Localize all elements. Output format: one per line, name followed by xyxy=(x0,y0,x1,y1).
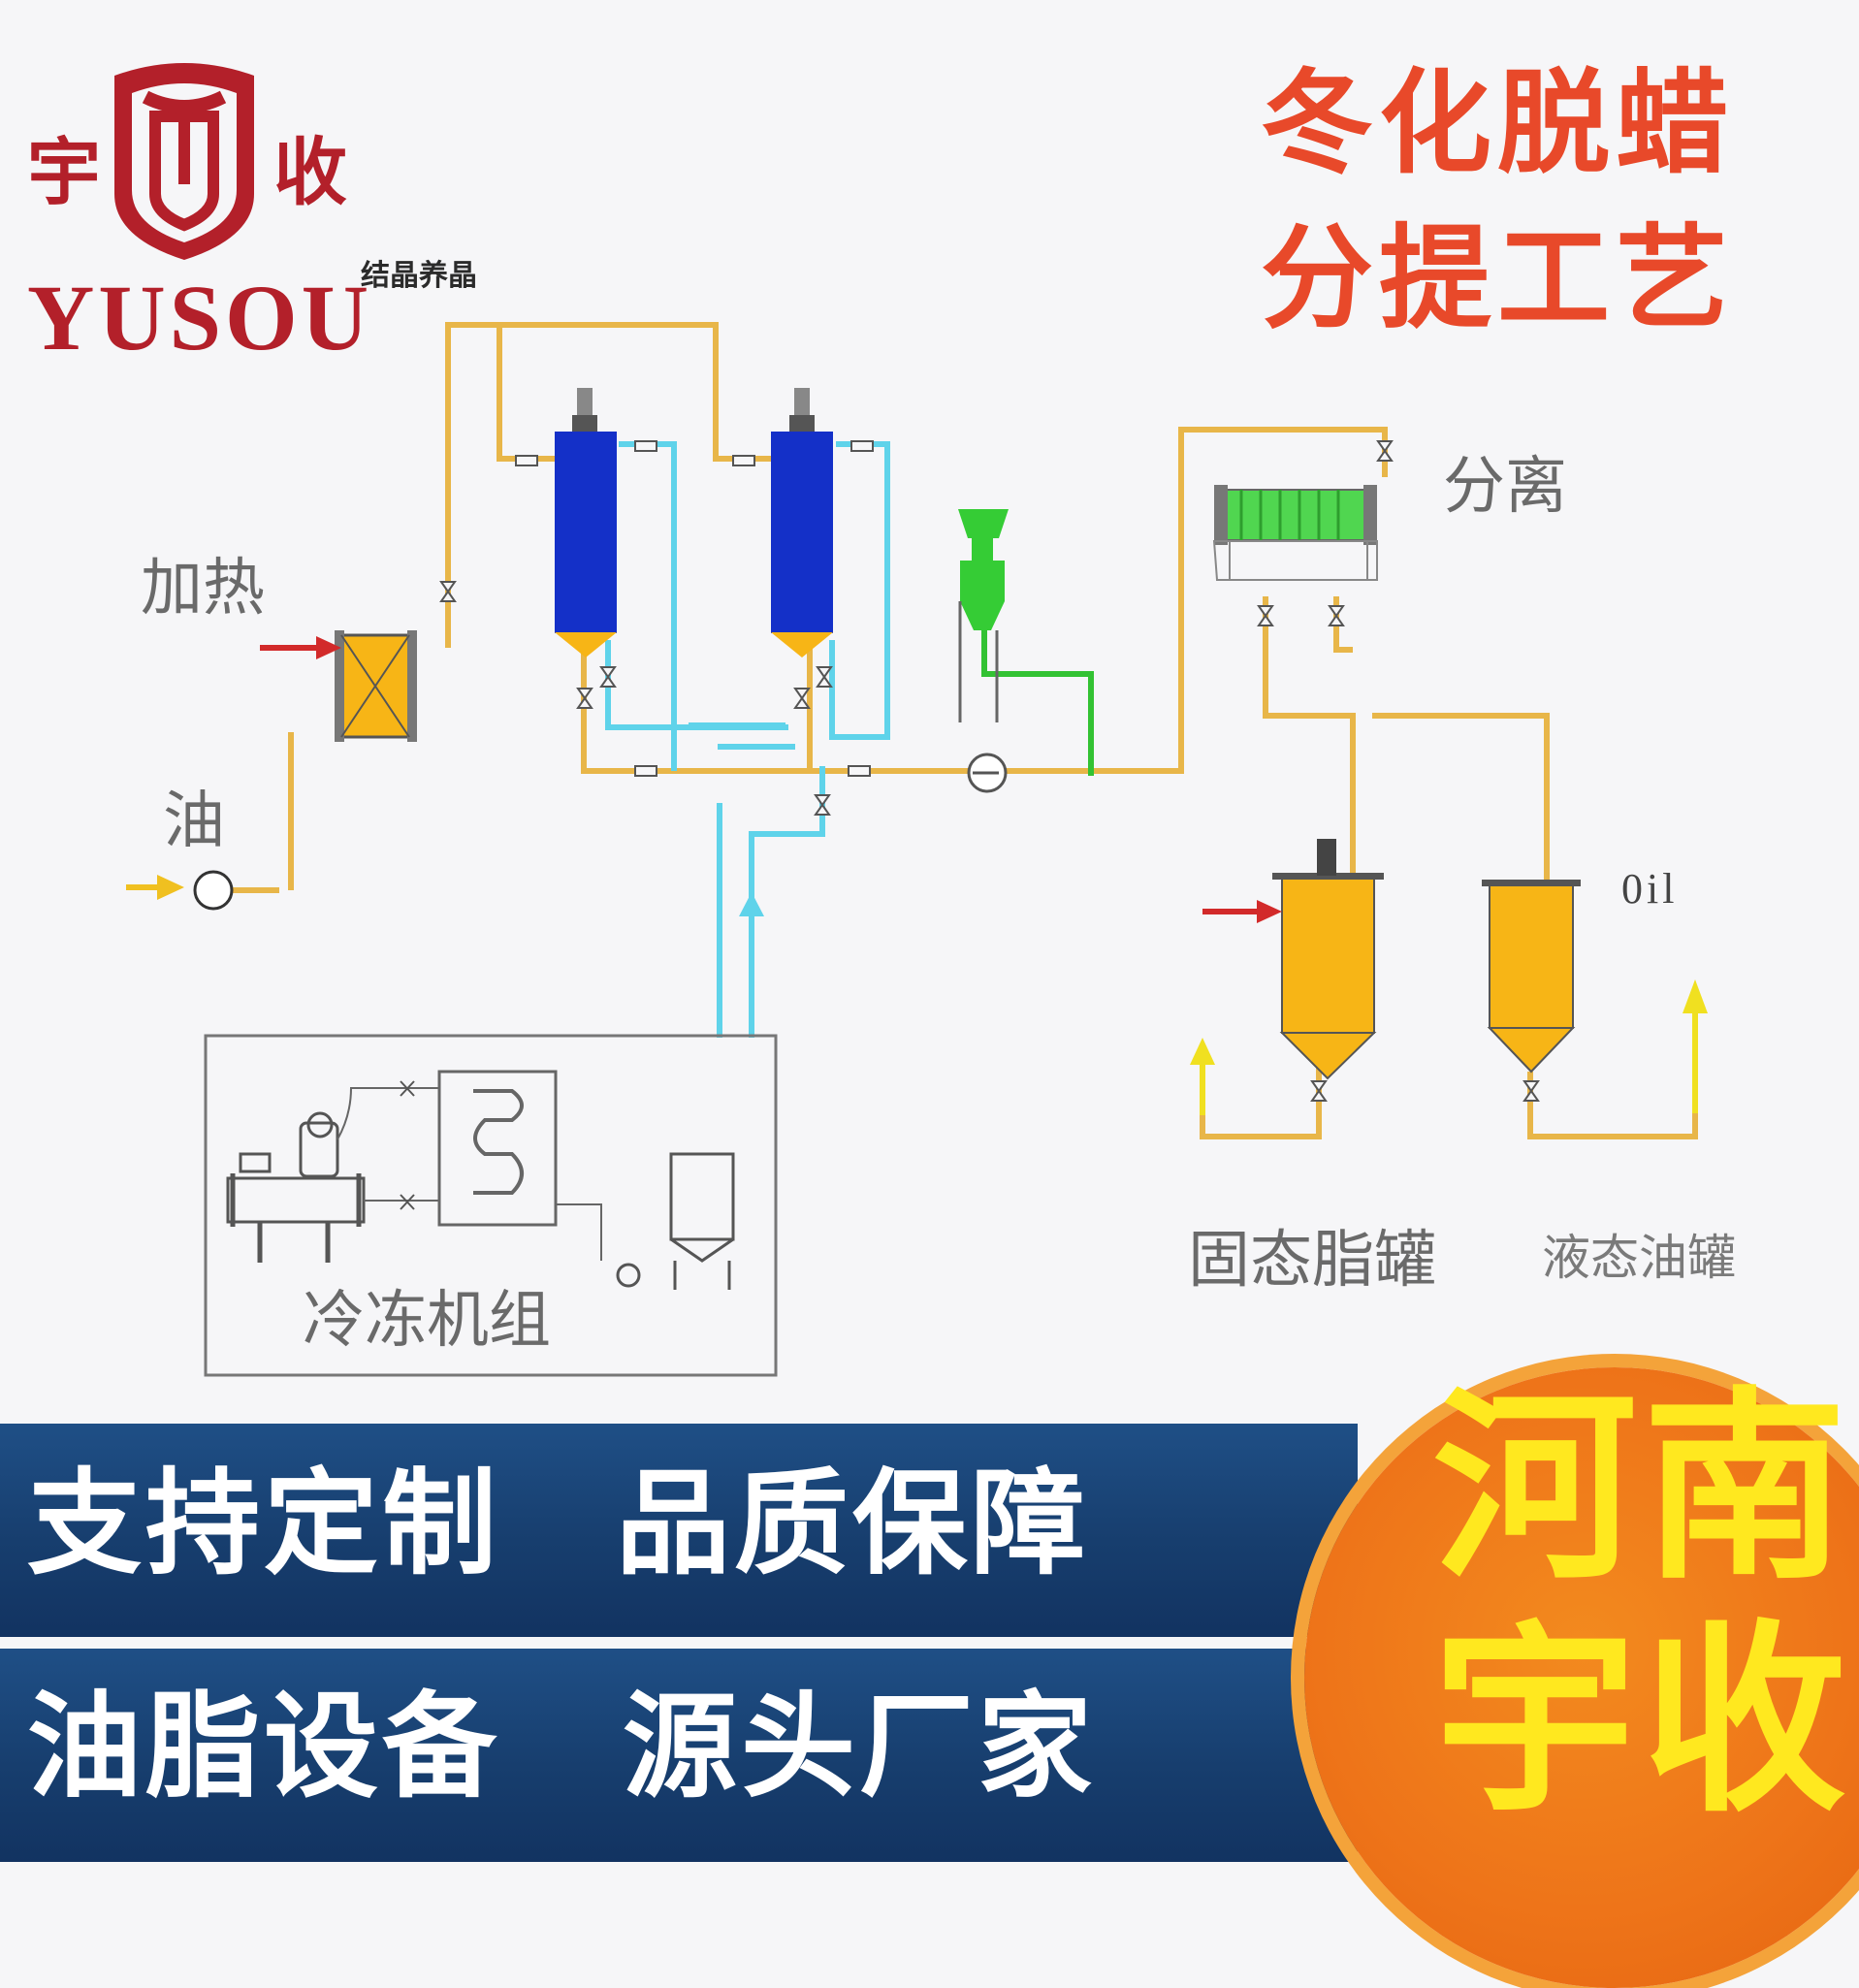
green-vessel-icon xyxy=(958,509,1009,722)
logo-wordmark: YUSOU xyxy=(27,266,373,369)
oil-output-arrow-head-icon xyxy=(1683,979,1708,1013)
refrigeration-unit-box xyxy=(204,1034,778,1377)
solid-fat-tank-icon xyxy=(1272,839,1384,1080)
oil-pipelines xyxy=(208,322,1698,1139)
logo-right-char: 收 xyxy=(273,129,347,215)
filter-press-icon xyxy=(1212,485,1378,581)
headline-line-1: 冬化脱蜡 xyxy=(1261,58,1734,189)
valve-icons xyxy=(439,440,1540,1102)
badge-line-2: 宇收 xyxy=(1433,1602,1853,1840)
label-heating: 加热 xyxy=(141,553,265,625)
solid-tank-heat-arrow-head-icon xyxy=(1257,900,1282,923)
solid-output-arrow-head-icon xyxy=(1190,1038,1215,1065)
brand-slogan: 结晶养晶 xyxy=(361,259,477,293)
liquid-oil-tank-icon xyxy=(1482,880,1581,1074)
banner-text-manufacturer: 源头厂家 xyxy=(623,1680,1097,1813)
crystallizer-tank-2 xyxy=(771,388,833,657)
banner-text-equipment: 油脂设备 xyxy=(27,1680,501,1813)
crystallizer-tank-1 xyxy=(555,388,617,657)
label-oil-out: 0il xyxy=(1621,865,1679,913)
oil-inlet-arrow-head-icon xyxy=(157,875,184,900)
logo-left-char: 宇 xyxy=(27,129,101,215)
oil-pump-icon xyxy=(193,870,234,911)
banner-text-quality: 品质保障 xyxy=(616,1457,1090,1590)
heat-exchanger-icon xyxy=(335,630,417,742)
logo-shield-icon xyxy=(114,63,254,260)
process-flow-diagram xyxy=(114,63,1708,1377)
label-oil-in: 油 xyxy=(163,786,225,857)
label-solid-fat-tank: 固态脂罐 xyxy=(1188,1225,1436,1297)
coolant-pipelines xyxy=(605,441,890,1038)
label-liquid-oil-tank: 液态油罐 xyxy=(1542,1230,1736,1286)
banner-row-2 xyxy=(0,1649,1358,1862)
flow-arrow-icon xyxy=(739,892,764,916)
label-separation: 分离 xyxy=(1443,451,1567,523)
headline-line-2: 分提工艺 xyxy=(1261,213,1734,344)
banner-row-1 xyxy=(0,1424,1358,1637)
banner-text-customization: 支持定制 xyxy=(27,1457,501,1590)
heat-arrow-head-icon xyxy=(316,636,341,659)
label-refrigeration-unit: 冷冻机组 xyxy=(303,1285,551,1357)
green-pipelines xyxy=(981,621,1094,776)
badge-line-1: 河南 xyxy=(1433,1369,1853,1607)
